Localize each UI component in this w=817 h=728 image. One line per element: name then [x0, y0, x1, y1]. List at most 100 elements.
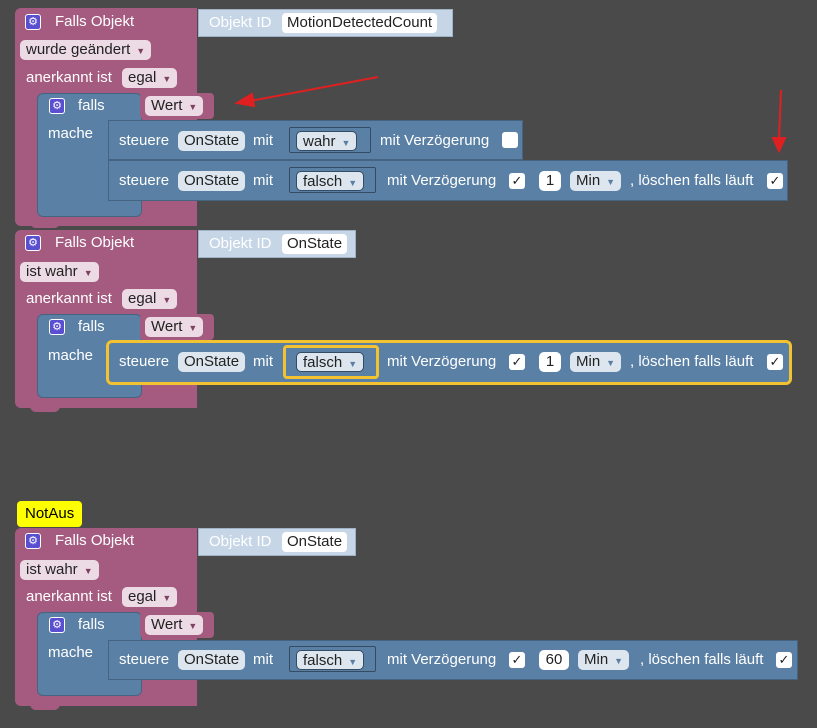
- do-label: mache: [48, 347, 94, 364]
- clear-label: , löschen falls läuft: [630, 172, 754, 189]
- object-id-value[interactable]: MotionDetectedCount: [282, 13, 438, 33]
- ack-label: anerkannt ist: [26, 290, 112, 307]
- chevron-down-icon: ▼: [341, 138, 351, 148]
- object-id-value[interactable]: OnState: [282, 234, 348, 254]
- gear-icon[interactable]: ⚙: [49, 98, 65, 114]
- delay-checkbox[interactable]: [502, 132, 518, 148]
- object-id-field[interactable]: Objekt ID OnState: [198, 528, 356, 556]
- unit-dropdown[interactable]: Min▼: [578, 650, 630, 670]
- block-notch: [30, 404, 60, 412]
- ack-dropdown[interactable]: egal ▼: [122, 289, 178, 309]
- chevron-down-icon: ▼: [188, 102, 198, 112]
- mit-label: mit: [253, 132, 273, 149]
- object-id-label: Objekt ID: [209, 14, 272, 31]
- chevron-down-icon: ▼: [136, 46, 146, 56]
- red-arrow-line: [778, 89, 782, 141]
- chevron-down-icon: ▼: [83, 268, 93, 278]
- gear-icon[interactable]: ⚙: [49, 617, 65, 633]
- value-dropdown[interactable]: falsch ▼: [296, 650, 365, 670]
- unit-value: Min: [584, 651, 609, 668]
- clear-checkbox[interactable]: ✓: [767, 354, 783, 370]
- event-header-label: Falls Objekt: [55, 532, 135, 549]
- event-header-label: Falls Objekt: [55, 13, 135, 30]
- delay-label: mit Verzögerung: [387, 353, 497, 370]
- action-verb: steuere: [119, 651, 170, 668]
- ack-dropdown[interactable]: egal▼: [122, 68, 178, 88]
- state-dropdown[interactable]: OnState: [178, 352, 246, 372]
- clear-label: , löschen falls läuft: [640, 651, 764, 668]
- unit-dropdown[interactable]: Min▼: [570, 352, 622, 372]
- value: falsch: [303, 173, 343, 190]
- if-label: falls: [78, 318, 105, 335]
- do-label: mache: [48, 644, 94, 661]
- chevron-down-icon: ▼: [348, 657, 358, 667]
- value-dropdown[interactable]: falsch ▼: [296, 352, 365, 372]
- trigger-dropdown[interactable]: ist wahr ▼: [20, 560, 99, 580]
- if-value: Wert: [151, 97, 183, 114]
- object-id-label: Objekt ID: [209, 533, 272, 550]
- delay-checkbox[interactable]: ✓: [509, 173, 525, 189]
- chevron-down-icon: ▼: [348, 178, 358, 188]
- state-value: OnState: [184, 172, 240, 189]
- mit-label: mit: [253, 172, 273, 189]
- value-dropdown[interactable]: wahr ▼: [296, 131, 358, 151]
- chevron-down-icon: ▼: [606, 358, 616, 368]
- trigger-dropdown[interactable]: ist wahr▼: [20, 262, 99, 282]
- gear-icon[interactable]: ⚙: [25, 533, 41, 549]
- trigger-dropdown[interactable]: wurde geändert ▼: [20, 40, 152, 60]
- delay-label: mit Verzögerung: [380, 132, 490, 149]
- value: wahr: [303, 133, 336, 150]
- chevron-down-icon: ▼: [83, 566, 93, 576]
- trigger-value: wurde geändert: [26, 41, 131, 58]
- action-verb: steuere: [119, 353, 170, 370]
- mit-label: mit: [253, 353, 273, 370]
- object-id-field[interactable]: Objekt ID OnState: [198, 230, 356, 258]
- chevron-down-icon: ▼: [188, 621, 198, 631]
- red-arrow-head: [234, 92, 256, 108]
- red-arrow-line: [249, 76, 379, 102]
- do-label: mache: [48, 125, 94, 142]
- delay-input[interactable]: 60: [539, 650, 569, 670]
- event-header-label: Falls Objekt: [55, 234, 135, 251]
- value: falsch: [303, 354, 343, 371]
- chevron-down-icon: ▼: [162, 295, 172, 305]
- delay-label: mit Verzögerung: [387, 172, 497, 189]
- unit-value: Min: [576, 172, 601, 189]
- delay-checkbox[interactable]: ✓: [509, 652, 525, 668]
- if-value: Wert: [151, 616, 183, 633]
- state-dropdown[interactable]: OnState: [178, 650, 246, 670]
- clear-label: , löschen falls läuft: [630, 353, 754, 370]
- delay-label: mit Verzögerung: [387, 651, 497, 668]
- value-dropdown[interactable]: falsch ▼: [296, 171, 365, 191]
- state-value: OnState: [184, 132, 240, 149]
- delay-input[interactable]: 1: [539, 352, 561, 372]
- delay-checkbox[interactable]: ✓: [509, 354, 525, 370]
- clear-checkbox[interactable]: ✓: [776, 652, 792, 668]
- trigger-value: ist wahr: [26, 561, 78, 578]
- object-id-label: Objekt ID: [209, 235, 272, 252]
- action-verb: steuere: [119, 132, 170, 149]
- state-dropdown[interactable]: OnState: [178, 131, 246, 151]
- ack-value: egal: [128, 588, 157, 605]
- gear-icon[interactable]: ⚙: [49, 319, 65, 335]
- chevron-down-icon: ▼: [348, 359, 358, 369]
- state-value: OnState: [184, 651, 240, 668]
- state-dropdown[interactable]: OnState: [178, 171, 246, 191]
- if-value-dropdown[interactable]: Wert ▼: [145, 615, 204, 635]
- gear-icon[interactable]: ⚙: [25, 235, 41, 251]
- gear-icon[interactable]: ⚙: [25, 14, 41, 30]
- chevron-down-icon: ▼: [162, 593, 172, 603]
- object-id-field[interactable]: Objekt ID MotionDetectedCount: [198, 9, 453, 37]
- ack-dropdown[interactable]: egal ▼: [122, 587, 178, 607]
- delay-input[interactable]: 1: [539, 171, 561, 191]
- value: falsch: [303, 652, 343, 669]
- ack-label: anerkannt ist: [26, 588, 112, 605]
- ack-value: egal: [128, 290, 157, 307]
- unit-dropdown[interactable]: Min▼: [570, 171, 622, 191]
- clear-checkbox[interactable]: ✓: [767, 173, 783, 189]
- if-value-dropdown[interactable]: Wert▼: [145, 317, 204, 337]
- object-id-value[interactable]: OnState: [282, 532, 348, 552]
- comment-bubble[interactable]: NotAus: [17, 501, 83, 527]
- if-value-dropdown[interactable]: Wert ▼: [145, 96, 204, 116]
